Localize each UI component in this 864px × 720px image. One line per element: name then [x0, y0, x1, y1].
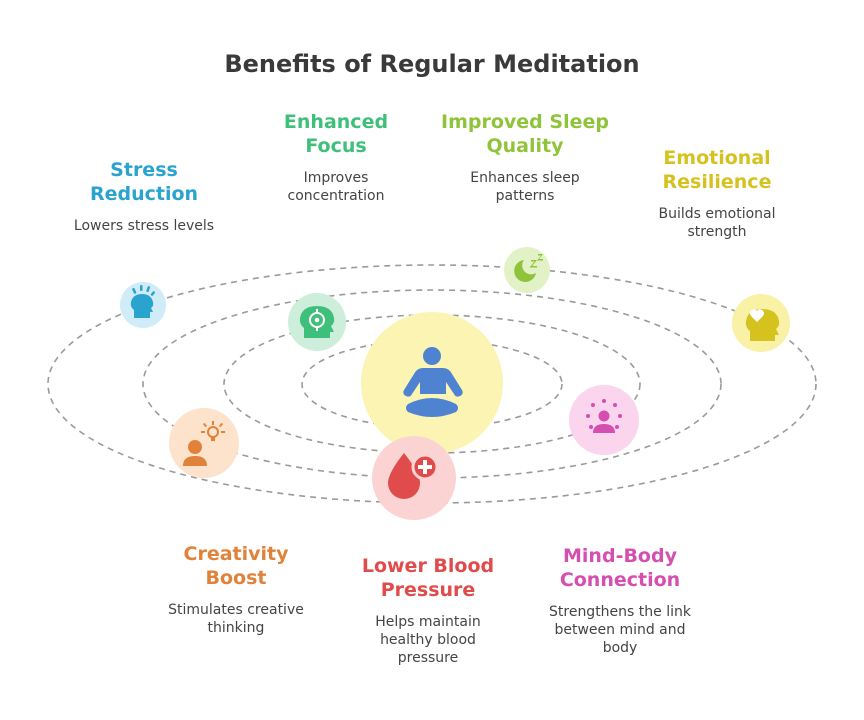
label-stress-reduction: Stress Reduction Lowers stress levels — [54, 158, 234, 235]
benefit-description: Improves concentration — [287, 170, 385, 204]
meditating-person-icon — [403, 347, 463, 417]
benefit-title: Stress Reduction — [89, 159, 199, 205]
benefit-description: Helps maintain healthy blood pressure — [375, 614, 481, 666]
node-stress-reduction — [120, 282, 166, 328]
benefit-description: Lowers stress levels — [73, 218, 215, 234]
label-lower-blood-pressure: Lower Blood Pressure Helps maintain heal… — [338, 554, 518, 667]
diagram-title: Benefits of Regular Meditation — [224, 50, 640, 78]
node-improved-sleep — [504, 247, 550, 293]
head-heart-icon — [745, 309, 780, 341]
benefit-title: Enhanced Focus — [283, 111, 389, 157]
person-aura-icon — [586, 399, 622, 433]
node-enhanced-focus — [288, 293, 346, 351]
node-lower-blood-pressure — [372, 436, 456, 520]
node-mind-body-connection — [569, 385, 639, 455]
benefit-title: Creativity Boost — [183, 543, 289, 589]
benefit-description: Enhances sleep patterns — [470, 170, 580, 204]
benefit-title: Improved Sleep Quality — [441, 111, 609, 157]
benefit-title: Emotional Resilience — [662, 147, 772, 193]
person-lightbulb-icon — [183, 421, 225, 466]
stressed-head-icon — [130, 285, 156, 318]
label-creativity-boost: Creativity Boost Stimulates creative thi… — [146, 542, 326, 637]
label-mind-body-connection: Mind-Body Connection Strengthens the lin… — [520, 544, 720, 657]
benefit-description: Strengthens the link between mind and bo… — [549, 604, 691, 656]
label-enhanced-focus: Enhanced Focus Improves concentration — [246, 110, 426, 205]
benefit-title: Lower Blood Pressure — [361, 555, 495, 601]
head-target-icon — [299, 306, 335, 338]
benefit-title: Mind-Body Connection — [559, 545, 681, 591]
benefit-description: Stimulates creative thinking — [168, 602, 304, 636]
benefit-description: Builds emotional strength — [658, 206, 776, 240]
blood-drop-plus-icon — [388, 453, 439, 499]
center-node — [361, 312, 503, 454]
node-creativity-boost — [169, 408, 239, 478]
label-emotional-resilience: Emotional Resilience Builds emotional st… — [627, 146, 807, 241]
label-improved-sleep: Improved Sleep Quality Enhances sleep pa… — [425, 110, 625, 205]
moon-zz-icon — [514, 254, 543, 282]
node-emotional-resilience — [732, 294, 790, 352]
